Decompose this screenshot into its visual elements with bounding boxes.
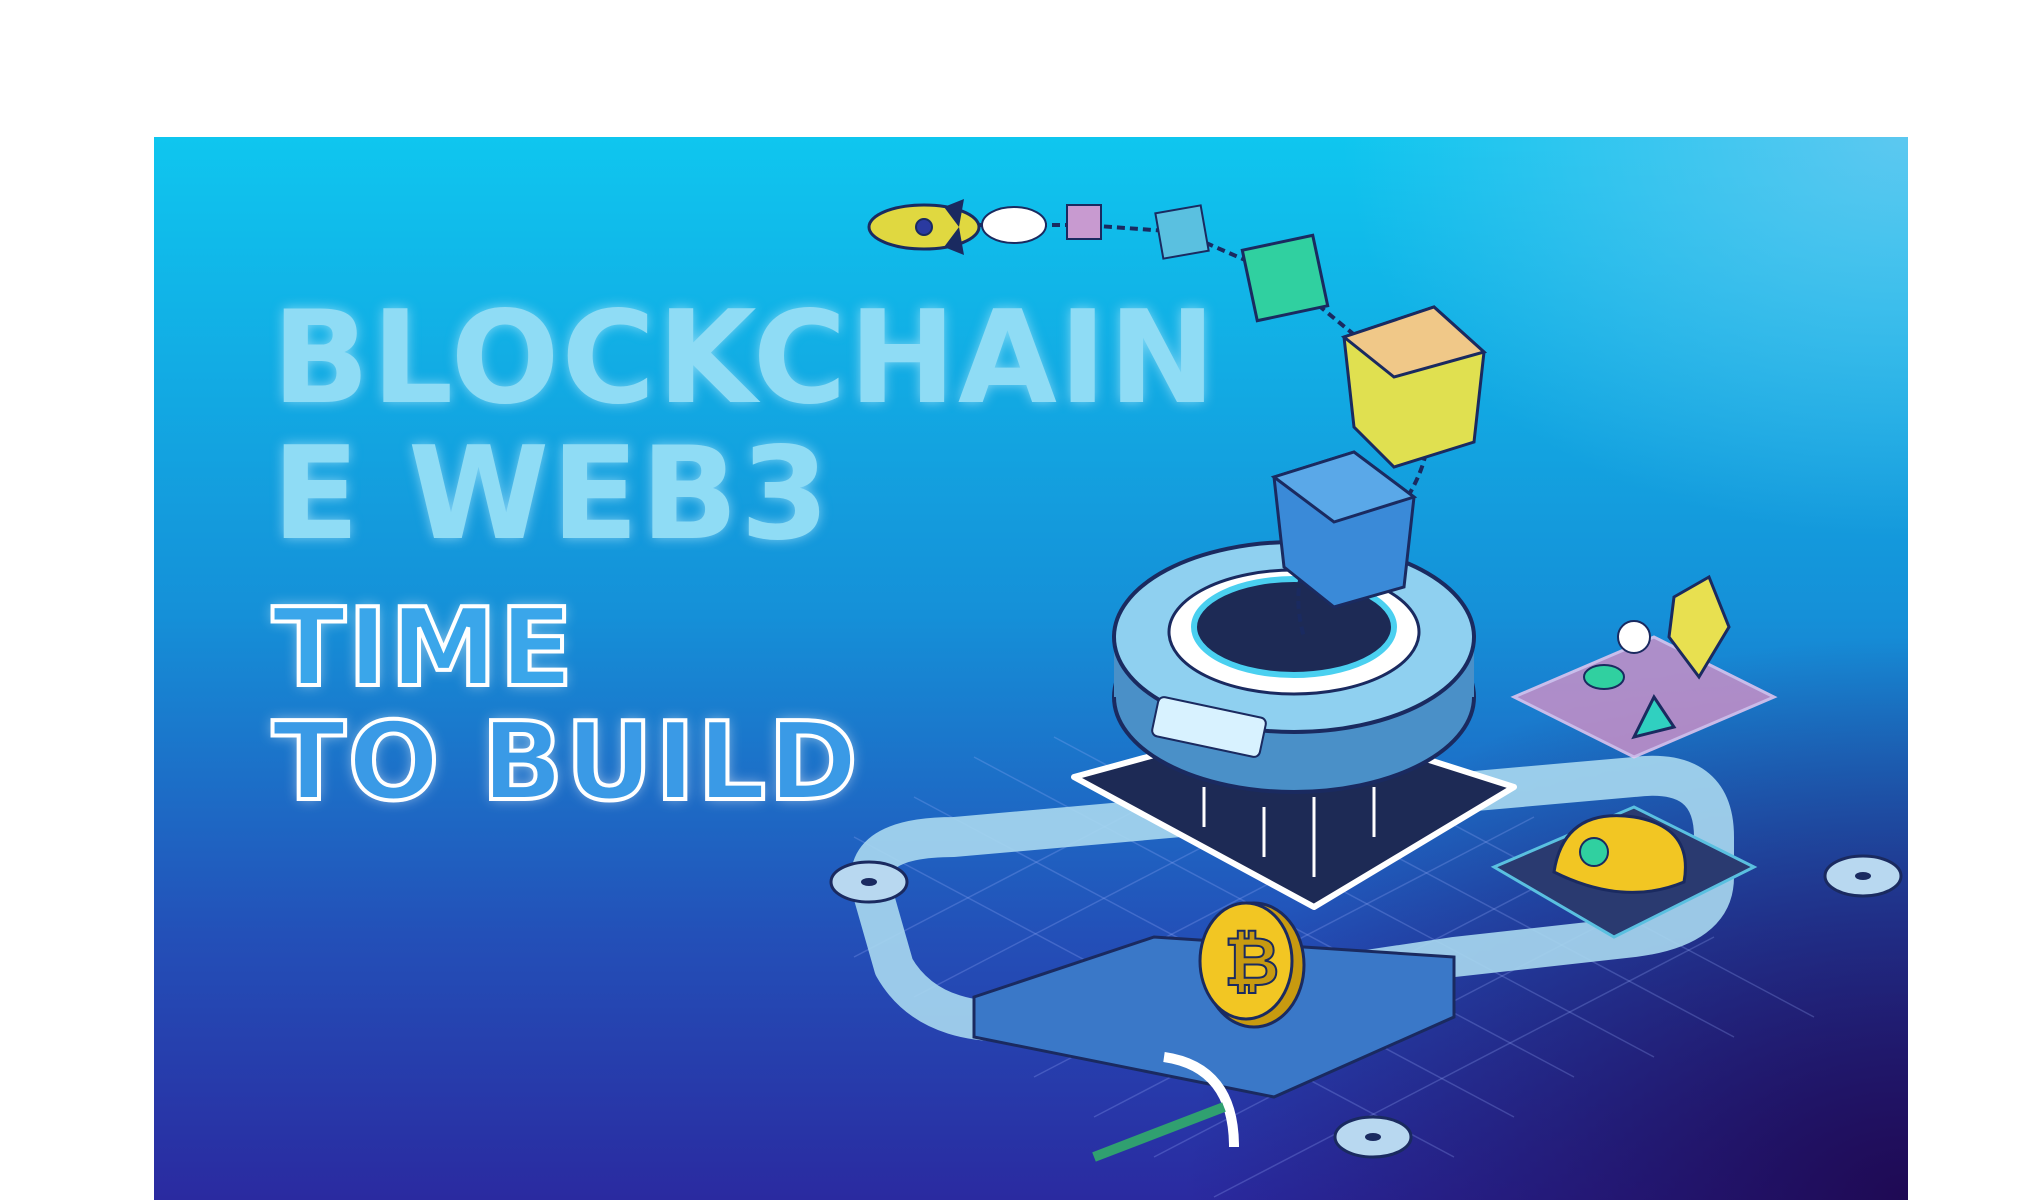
crystal-panel: [1510, 574, 1778, 759]
block-cube-green: [1240, 233, 1330, 323]
mining-helmet-panel: [1490, 805, 1758, 939]
tagline-line1: TIME: [270, 586, 576, 711]
fan-icon: [829, 860, 909, 904]
hero-banner: ₿ BLOCKCHAIN E WEB3 TIME TO BUILD: [154, 137, 1908, 1200]
fan-icon: [1333, 1115, 1413, 1159]
headline-line1: BLOCKCHAIN: [272, 284, 1218, 433]
block-cube-blue: [1270, 450, 1418, 609]
block-cube-yellow: [1340, 305, 1488, 469]
helmet-icon: [1552, 814, 1687, 894]
svg-text:₿: ₿: [1224, 923, 1279, 1002]
block-cube-pink: [1066, 204, 1102, 240]
tagline-line2: TO BUILD: [270, 700, 860, 825]
bitcoin-coin-icon: ₿: [1198, 901, 1306, 1029]
portal-ring: [1112, 540, 1476, 794]
crystal-gem-icon: [1667, 574, 1731, 680]
pickaxe-icon: [1092, 1052, 1239, 1162]
blockchain-illustration: ₿: [829, 199, 1903, 1198]
block-cube-teal: [1154, 204, 1210, 260]
rocket-icon: [867, 199, 1047, 255]
base-plate: [972, 935, 1456, 1099]
fan-icon: [1823, 854, 1903, 898]
headline-line2: E WEB3: [272, 420, 832, 569]
